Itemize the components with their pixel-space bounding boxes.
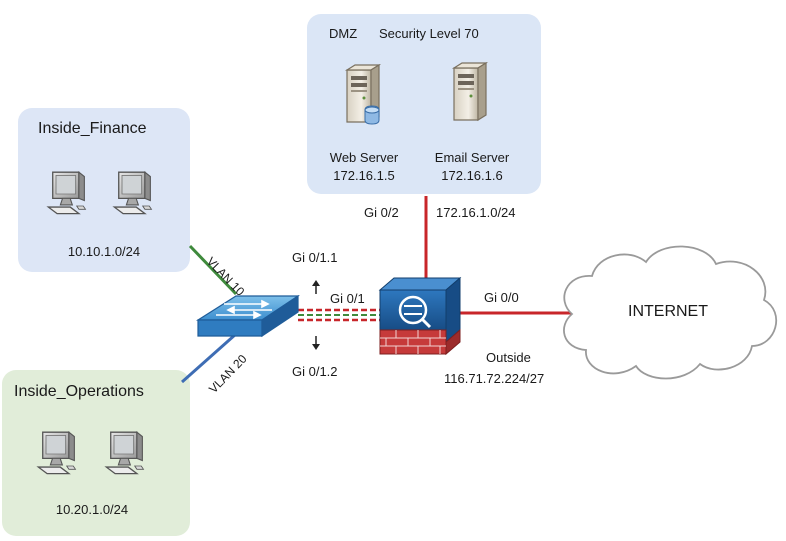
vlan20-link <box>181 332 237 384</box>
outside-zone-label: Outside <box>486 350 531 365</box>
operations-zone-name: Inside_Operations <box>14 383 144 400</box>
sub2-arrow-icon <box>312 336 320 350</box>
vlan10-link <box>188 244 238 296</box>
dmz-subnet-label: 172.16.1.0/24 <box>436 205 516 220</box>
sub1-arrow-icon <box>312 280 320 294</box>
operations-zone <box>2 370 190 536</box>
internet-cloud-icon <box>563 245 778 380</box>
dmz-security-level: Security Level 70 <box>379 26 479 41</box>
finance-pc-1-icon <box>47 171 87 215</box>
operations-pc-1-icon <box>37 431 77 475</box>
subinterface-1-label: Gi 0/1.1 <box>292 250 338 265</box>
vlan20-label: VLAN 20 <box>206 352 250 397</box>
web-server-name: Web Server <box>330 150 399 165</box>
operations-subnet: 10.20.1.0/24 <box>56 502 128 517</box>
finance-zone-name: Inside_Finance <box>38 120 147 137</box>
dmz-zone <box>307 14 541 194</box>
dmz-zone-name: DMZ <box>329 26 357 41</box>
trunk-link <box>298 308 380 322</box>
firewall-icon <box>378 276 462 356</box>
web-server-icon <box>346 64 380 125</box>
outside-subnet-label: 116.71.72.224/27 <box>444 371 544 386</box>
email-server-name: Email Server <box>435 150 510 165</box>
finance-zone <box>18 108 190 272</box>
internet-label: INTERNET <box>628 303 708 320</box>
finance-pc-2-icon <box>113 171 153 215</box>
finance-subnet: 10.10.1.0/24 <box>68 244 140 259</box>
email-server-icon <box>453 62 487 121</box>
vlan10-label: VLAN 10 <box>204 254 248 299</box>
outside-interface-label: Gi 0/0 <box>484 290 519 305</box>
trunk-interface-label: Gi 0/1 <box>330 291 365 306</box>
operations-pc-2-icon <box>105 431 145 475</box>
switch-icon <box>195 294 300 338</box>
subinterface-2-label: Gi 0/1.2 <box>292 364 338 379</box>
web-server-ip: 172.16.1.5 <box>333 168 394 183</box>
dmz-interface-label: Gi 0/2 <box>364 205 399 220</box>
email-server-ip: 172.16.1.6 <box>441 168 502 183</box>
